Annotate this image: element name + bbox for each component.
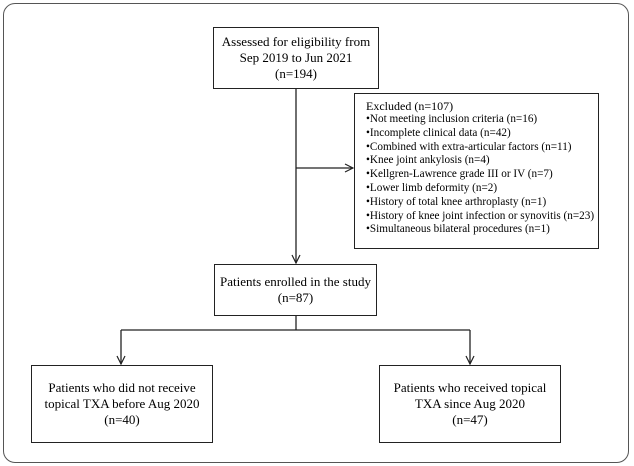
no-txa-group-box: Patients who did not receive topical TXA…	[31, 365, 213, 443]
eligibility-box: Assessed for eligibility from Sep 2019 t…	[213, 27, 379, 89]
excluded-item: •History of total knee arthroplasty (n=1…	[366, 195, 547, 208]
no-txa-line-2: topical TXA before Aug 2020	[44, 396, 200, 411]
enrolled-box: Patients enrolled in the study (n=87)	[214, 264, 377, 316]
eligibility-count: (n=194)	[275, 66, 317, 81]
eligibility-line-2: Sep 2019 to Jun 2021	[239, 50, 353, 65]
excluded-item: •Simultaneous bilateral procedures (n=1)	[366, 223, 550, 236]
no-txa-count: (n=40)	[104, 412, 140, 427]
eligibility-line-1: Assessed for eligibility from	[221, 34, 371, 49]
excluded-item: •Combined with extra-articular factors (…	[366, 140, 572, 153]
txa-line-2: TXA since Aug 2020	[414, 396, 526, 411]
excluded-item: •Not meeting inclusion criteria (n=16)	[366, 113, 538, 125]
excluded-item: •Knee joint ankylosis (n=4)	[366, 154, 490, 167]
excluded-title: Excluded (n=107)	[366, 99, 454, 113]
no-txa-line-1: Patients who did not receive	[48, 380, 196, 395]
excluded-box: Excluded (n=107) •Not meeting inclusion …	[354, 93, 599, 249]
excluded-item: •Incomplete clinical data (n=42)	[366, 126, 511, 139]
enrolled-count: (n=87)	[277, 290, 314, 305]
txa-count: (n=47)	[452, 412, 488, 427]
txa-group-box: Patients who received topical TXA since …	[379, 365, 561, 443]
txa-line-1: Patients who received topical	[393, 380, 547, 395]
excluded-item: •Lower limb deformity (n=2)	[366, 181, 498, 194]
excluded-item: •Kellgren-Lawrence grade III or IV (n=7)	[366, 168, 553, 181]
excluded-item: •History of knee joint infection or syno…	[366, 209, 595, 222]
enrolled-label: Patients enrolled in the study	[220, 274, 371, 289]
diagram-frame	[3, 3, 629, 463]
